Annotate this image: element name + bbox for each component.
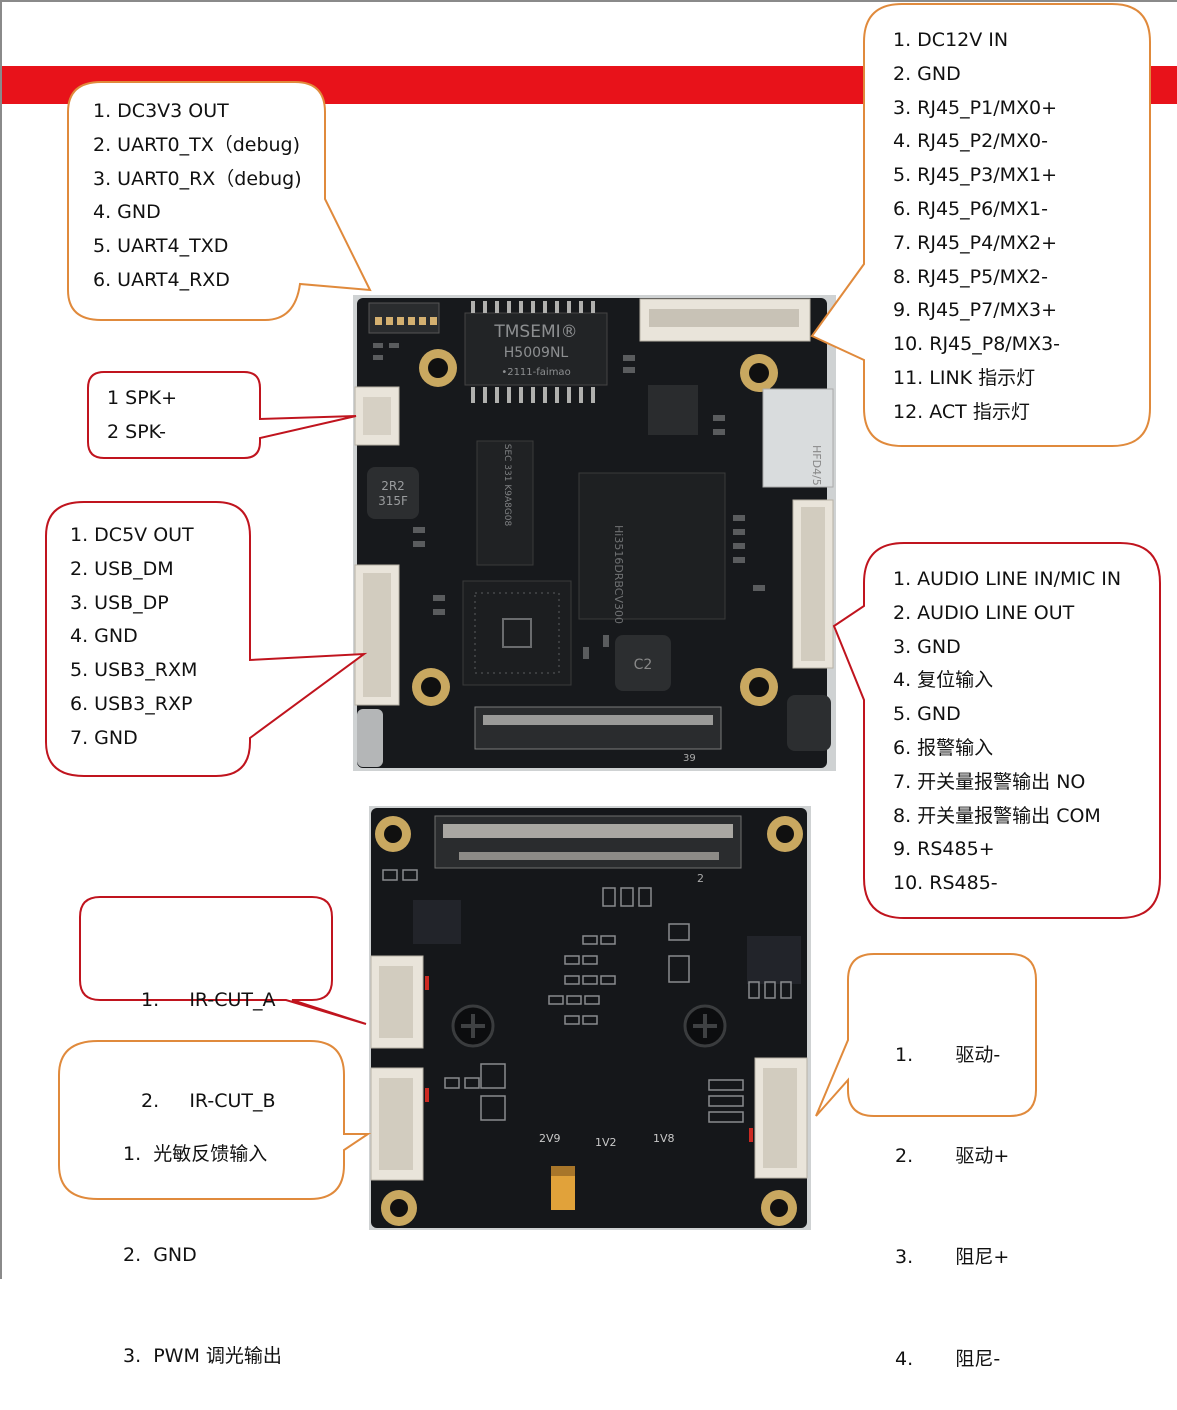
power-net-pin-6: 6. RJ45_P6/MX1-: [893, 197, 1048, 220]
transformer-model: H5009NL: [504, 345, 569, 361]
usb-bubble: [45, 501, 368, 777]
power-net-pin-12: 12. ACT 指示灯: [893, 400, 1030, 423]
audio-alarm-pin-3: 3. GND: [893, 635, 961, 658]
sensor-board-photo: 2 2V9 1V2 1V8: [369, 806, 811, 1230]
light-pin-3: 3. PWM 调光输出: [123, 1345, 282, 1368]
inductor-code-2: 315F: [378, 494, 408, 508]
callout-shapes: [45, 3, 1161, 1200]
audio-alarm-pin-5: 5. GND: [893, 703, 961, 726]
light-pin-list: 1. 光敏反馈输入 2. GND 3. PWM 调光输出: [123, 1070, 282, 1408]
power-net-pin-1: 1. DC12V IN: [893, 29, 1009, 51]
inductor-code-1: 2R2: [381, 479, 405, 493]
audio-alarm-pin-7: 7. 开关量报警输出 NO: [893, 770, 1086, 793]
light-pin-2: 2. GND: [123, 1243, 197, 1266]
usb-pin-1: 1. DC5V OUT: [70, 524, 194, 546]
power-net-pin-11: 11. LINK 指示灯: [893, 366, 1036, 389]
usb-pin-4: 4. GND: [70, 625, 138, 648]
spk-pin-list: 1 SPK+ 2 SPK-: [107, 382, 177, 450]
power-net-pin-2: 2. GND: [893, 62, 961, 85]
drive-pin-3: 3. 阻尼+: [895, 1246, 1010, 1269]
power-net-pin-8: 8. RJ45_P5/MX2-: [893, 265, 1048, 288]
uart-bubble: [67, 81, 372, 321]
power-net-bubble: [810, 3, 1151, 447]
power-net-pin-9: 9. RJ45_P7/MX3+: [893, 299, 1058, 322]
uart-pin-4: 4. GND: [93, 201, 161, 224]
transformer-code: •2111-faimao: [501, 367, 570, 378]
audio-alarm-pin-6: 6. 报警输入: [893, 736, 994, 759]
usb-pin-3: 3. USB_DP: [70, 591, 169, 614]
spk-pin-1: 1 SPK+: [107, 387, 178, 409]
power-net-pin-7: 7. RJ45_P4/MX2+: [893, 231, 1058, 254]
power-net-pin-10: 10. RJ45_P8/MX3-: [893, 333, 1061, 356]
usb-pin-7: 7. GND: [70, 726, 138, 749]
page-border-left: [0, 0, 2, 1279]
silk-1v8: 1V8: [653, 1132, 675, 1145]
fpc-pin-label: 39: [683, 753, 696, 764]
uart-pin-list: 1. DC3V3 OUT 2. UART0_TX（debug) 3. UART0…: [93, 95, 302, 298]
power-net-pin-5: 5. RJ45_P3/MX1+: [893, 164, 1058, 187]
usb-pin-5: 5. USB3_RXM: [70, 659, 198, 682]
audio-alarm-pin-9: 9. RS485+: [893, 838, 995, 861]
transformer-brand: TMSEMI®: [493, 322, 577, 342]
light-pin-1: 1. 光敏反馈输入: [123, 1142, 268, 1165]
usb-pin-2: 2. USB_DM: [70, 557, 174, 580]
relay-label: HFD4/5: [810, 445, 823, 486]
usb-pin-list: 1. DC5V OUT 2. USB_DM 3. USB_DP 4. GND 5…: [70, 519, 197, 756]
spk-pin-2: 2 SPK-: [107, 420, 166, 443]
drive-pin-list: 1. 驱动- 2. 驱动+ 3. 阻尼+ 4. 阻尼-: [895, 971, 1009, 1410]
power-net-pin-4: 4. RJ45_P2/MX0-: [893, 130, 1048, 153]
drive-pin-4: 4. 阻尼-: [895, 1347, 1001, 1370]
soc-code: Hi3516DRBCV300: [612, 525, 625, 624]
audio-alarm-pin-list: 1. AUDIO LINE IN/MIC IN 2. AUDIO LINE OU…: [893, 563, 1121, 901]
inductor-c2-1: C2: [634, 657, 653, 673]
ircut-bubble: [79, 896, 367, 1025]
silk-1v2: 1V2: [595, 1136, 617, 1149]
audio-alarm-pin-10: 10. RS485-: [893, 872, 998, 895]
flash-code: SEC 331 K9A8G08: [502, 444, 512, 527]
main-board-photo: TMSEMI® H5009NL •2111-faimao 2R2 315F SE…: [353, 295, 836, 771]
audio-alarm-pin-1: 1. AUDIO LINE IN/MIC IN: [893, 568, 1122, 590]
audio-alarm-pin-8: 8. 开关量报警输出 COM: [893, 804, 1101, 827]
usb-pin-6: 6. USB3_RXP: [70, 692, 193, 715]
drive-pin-1: 1. 驱动-: [895, 1043, 1001, 1066]
ircut-pin-1: 1. IR-CUT_A: [141, 988, 276, 1011]
ircut-pin-2: 2. IR-CUT_B: [141, 1089, 276, 1112]
drive-pin-2: 2. 驱动+: [895, 1144, 1010, 1167]
silk-2v9: 2V9: [539, 1132, 561, 1145]
power-net-pin-3: 3. RJ45_P1/MX0+: [893, 96, 1058, 119]
uart-pin-5: 5. UART4_TXD: [93, 235, 229, 258]
uart-pin-2: 2. UART0_TX（debug): [93, 133, 301, 156]
spk-bubble: [87, 371, 357, 459]
drive-bubble: [815, 953, 1037, 1117]
uart-pin-6: 6. UART4_RXD: [93, 268, 230, 291]
audio-alarm-bubble: [832, 542, 1161, 919]
audio-alarm-pin-4: 4. 复位输入: [893, 669, 994, 692]
audio-alarm-pin-2: 2. AUDIO LINE OUT: [893, 601, 1075, 624]
light-bubble: [58, 1040, 372, 1200]
uart-pin-3: 3. UART0_RX（debug): [93, 167, 302, 190]
ircut-pin-list: 1. IR-CUT_A 2. IR-CUT_B: [141, 916, 276, 1153]
power-net-pin-list: 1. DC12V IN 2. GND 3. RJ45_P1/MX0+ 4. RJ…: [893, 24, 1060, 430]
uart-pin-1: 1. DC3V3 OUT: [93, 100, 229, 122]
page-border-top: [0, 0, 1177, 2]
fpc-pin-label-bottom: 2: [697, 872, 704, 885]
